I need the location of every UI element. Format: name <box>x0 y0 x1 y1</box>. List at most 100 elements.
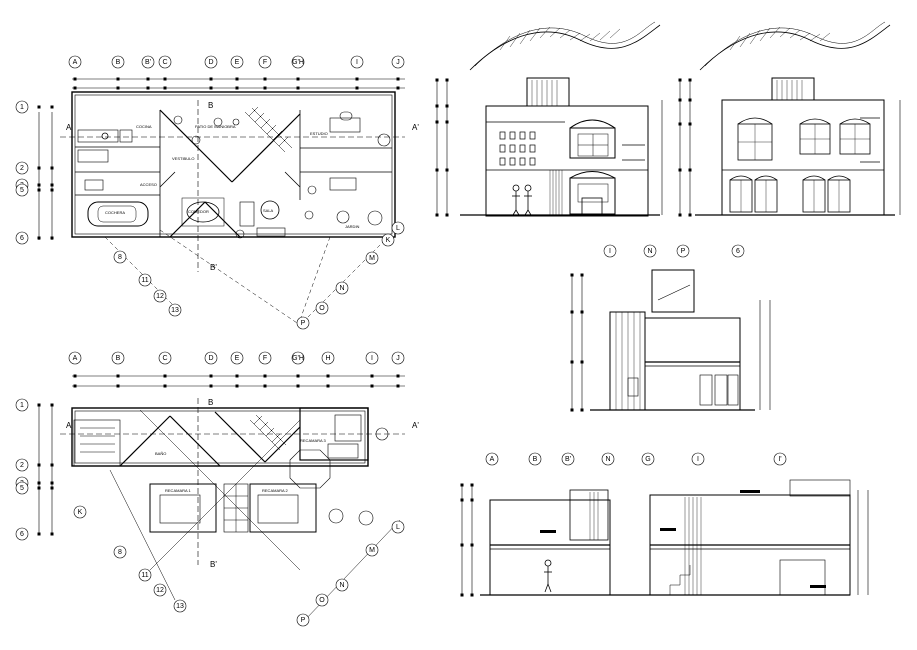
svg-text:P: P <box>681 248 686 255</box>
grid-bubble-section-1: N <box>643 244 657 258</box>
grid-bubble-top-3: C <box>158 55 172 69</box>
grid-bubble-left-3: 5 <box>15 183 29 197</box>
grid-bubble-diag-0: 8 <box>113 250 127 264</box>
grid-bubble-diag-2: 12 <box>153 289 167 303</box>
section-mark-a-prime-upper: A' <box>412 421 419 430</box>
grid-bubble-top-5: E <box>230 55 244 69</box>
grid-bubble-diag-5: N <box>335 281 349 295</box>
grid-bubble-top-lower-1: B <box>111 351 125 365</box>
svg-text:N: N <box>647 248 652 255</box>
grid-bubble-left-lower-3: 5 <box>15 481 29 495</box>
grid-bubble-top-lower-3: D <box>204 351 218 365</box>
grid-bubble-diag-lower-3: 13 <box>173 599 187 613</box>
svg-text:13: 13 <box>176 603 184 610</box>
svg-text:5: 5 <box>20 485 24 492</box>
grid-bubble-section-bottom-0: A <box>485 452 499 466</box>
grid-bubble-top-1: B <box>111 55 125 69</box>
grid-bubble-diag-lower-1: 11 <box>138 568 152 582</box>
svg-text:11: 11 <box>141 277 148 284</box>
svg-text:J: J <box>396 355 400 362</box>
grid-bubble-section-bottom-6: I' <box>773 452 787 466</box>
svg-text:A: A <box>73 59 78 66</box>
grid-bubble-top-7: G'H <box>291 55 305 69</box>
grid-bubble-section-bottom-4: G <box>641 452 655 466</box>
svg-text:K: K <box>78 509 83 516</box>
svg-text:D: D <box>208 355 213 362</box>
grid-bubble-diag-lower-8: K <box>73 505 87 519</box>
grid-bubble-diag-lower-7: P <box>296 613 310 627</box>
room-label-acceso: ACCESO <box>140 182 157 187</box>
svg-text:12: 12 <box>156 293 164 300</box>
room-label-estudio: ESTUDIO <box>310 131 328 136</box>
svg-text:J: J <box>396 59 400 66</box>
grid-bubble-diag-lower-5: N <box>335 578 349 592</box>
svg-text:D: D <box>208 59 213 66</box>
grid-bubble-section-0: I <box>603 244 617 258</box>
grid-bubble-left-lower-4: 6 <box>15 527 29 541</box>
svg-text:6: 6 <box>736 248 740 255</box>
svg-text:I: I <box>371 355 373 362</box>
room-label-vestibulo: VESTIBULO <box>172 156 194 161</box>
room-label-recamara2: RECAMARA 2 <box>262 488 289 493</box>
svg-text:O: O <box>319 597 325 604</box>
svg-text:I: I <box>356 59 358 66</box>
svg-text:G: G <box>645 456 650 463</box>
svg-text:M: M <box>369 547 375 554</box>
building-section-b <box>571 269 771 411</box>
svg-text:I: I <box>697 456 699 463</box>
grid-bubble-diag-4: M <box>365 251 379 265</box>
grid-bubble-section-bottom-3: N <box>601 452 615 466</box>
svg-text:5: 5 <box>20 187 24 194</box>
grid-bubble-top-8: I <box>350 55 364 69</box>
svg-text:6: 6 <box>20 531 24 538</box>
room-label-bano: BAÑO <box>155 451 166 456</box>
room-label-sala: SALA <box>263 208 274 213</box>
grid-bubble-diag-6: O <box>315 301 329 315</box>
grid-bubble-top-lower-4: E <box>230 351 244 365</box>
section-mark-b-prime-upper: B' <box>210 560 217 569</box>
upper-floor-plan: A A' B B' BAÑO RECAMARA 1 RECAMARA 2 REC… <box>38 375 419 621</box>
grid-bubble-diag-lower-6: O <box>315 593 329 607</box>
room-label-recamara3: RECAMARA 3 <box>300 438 327 443</box>
svg-text:N: N <box>339 285 344 292</box>
svg-text:A: A <box>73 355 78 362</box>
svg-text:B': B' <box>145 59 151 66</box>
svg-text:B: B <box>533 456 538 463</box>
section-mark-a: A <box>66 123 72 132</box>
section-mark-b: B <box>208 101 213 110</box>
grid-bubble-diag-lower-0: 8 <box>113 545 127 559</box>
svg-text:L: L <box>396 524 400 531</box>
section-mark-b-prime: B' <box>210 263 217 272</box>
svg-text:8: 8 <box>118 549 122 556</box>
room-label-cochera: COCHERA <box>105 210 125 215</box>
svg-text:O: O <box>319 305 325 312</box>
svg-text:G'H: G'H <box>292 59 304 66</box>
grid-bubble-diag-lower-4: M <box>365 543 379 557</box>
grid-bubble-diag-7: P <box>296 316 310 330</box>
grid-bubble-section-bottom-1: B <box>528 452 542 466</box>
section-mark-a-upper: A <box>66 421 72 430</box>
grid-bubble-top-lower-5: F <box>258 351 272 365</box>
svg-text:13: 13 <box>171 307 179 314</box>
room-label-cocina: COCINA <box>136 124 152 129</box>
grid-bubble-diag-1: 11 <box>138 273 152 287</box>
svg-text:C: C <box>162 355 167 362</box>
svg-text:6: 6 <box>20 235 24 242</box>
grid-bubble-left-lower-1: 2 <box>15 458 29 472</box>
svg-text:2: 2 <box>20 462 24 469</box>
grid-bubble-top-lower-9: J <box>391 351 405 365</box>
grid-bubble-diag-8: K <box>381 233 395 247</box>
grid-bubble-left-lower-0: 1 <box>15 398 29 412</box>
grid-bubble-top-2: B' <box>141 55 155 69</box>
grid-bubble-top-0: A <box>68 55 82 69</box>
svg-text:H: H <box>325 355 330 362</box>
svg-text:I: I <box>609 248 611 255</box>
svg-text:1: 1 <box>20 402 24 409</box>
svg-text:C: C <box>162 59 167 66</box>
front-elevation-left <box>436 21 663 217</box>
svg-text:K: K <box>386 237 391 244</box>
svg-text:2: 2 <box>20 165 24 172</box>
grid-bubble-top-lower-6: G'H <box>291 351 305 365</box>
